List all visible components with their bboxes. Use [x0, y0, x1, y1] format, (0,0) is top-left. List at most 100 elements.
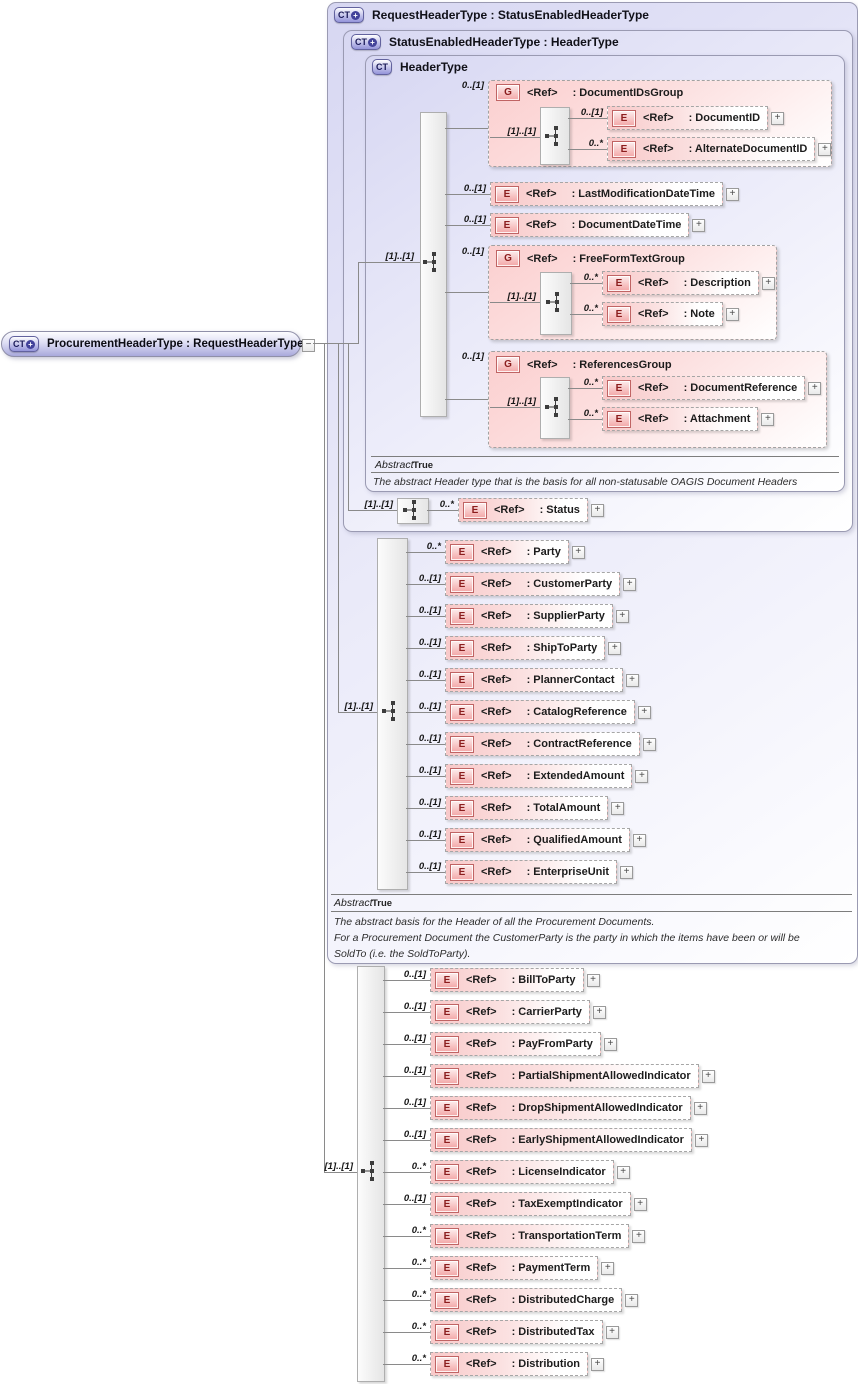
expand-button[interactable]: + — [771, 111, 785, 125]
element-carrierparty[interactable]: E<Ref>: CarrierParty+ — [430, 1000, 606, 1024]
element-extendedamount[interactable]: E<Ref>: ExtendedAmount+ — [445, 764, 649, 788]
element-box[interactable]: E<Ref>: ExtendedAmount — [445, 764, 633, 788]
element-qualifiedamount[interactable]: E<Ref>: QualifiedAmount+ — [445, 828, 646, 852]
element-customerparty[interactable]: E<Ref>: CustomerParty+ — [445, 572, 637, 596]
expand-button[interactable]: + — [761, 276, 775, 290]
element-licenseindicator[interactable]: E<Ref>: LicenseIndicator+ — [430, 1160, 630, 1184]
element-box[interactable]: E<Ref>: DistributedCharge — [430, 1288, 623, 1312]
expand-button[interactable]: + — [808, 381, 822, 395]
expand-button[interactable]: + — [623, 577, 637, 591]
element-documentreference[interactable]: E<Ref>: DocumentReference+ — [602, 376, 822, 400]
expand-button[interactable]: + — [725, 307, 739, 321]
expand-button[interactable]: + — [625, 673, 639, 687]
expand-button[interactable]: + — [818, 142, 832, 156]
element-attachment[interactable]: E<Ref>: Attachment+ — [602, 407, 775, 431]
element-box[interactable]: E<Ref>: CatalogReference — [445, 700, 635, 724]
element-box[interactable]: E<Ref>: PartialShipmentAllowedIndicator — [430, 1064, 699, 1088]
element-box[interactable]: E<Ref>: TransportationTerm — [430, 1224, 630, 1248]
element-box[interactable]: E<Ref>: SupplierParty — [445, 604, 613, 628]
expand-button[interactable]: + — [625, 1293, 639, 1307]
element-paymentterm[interactable]: E<Ref>: PaymentTerm+ — [430, 1256, 615, 1280]
element-documentdatetime[interactable]: E<Ref>: DocumentDateTime+ — [490, 213, 706, 237]
element-box[interactable]: E<Ref>: DropShipmentAllowedIndicator — [430, 1096, 691, 1120]
element-box[interactable]: E<Ref>: EnterpriseUnit — [445, 860, 618, 884]
expand-button[interactable]: + — [603, 1037, 617, 1051]
element-box[interactable]: E<Ref>: LastModificationDateTime — [490, 182, 724, 206]
expand-button[interactable]: + — [592, 1005, 606, 1019]
procurement-header-type-node[interactable]: CT+ ProcurementHeaderType : RequestHeade… — [1, 331, 304, 357]
element-distributedtax[interactable]: E<Ref>: DistributedTax+ — [430, 1320, 619, 1344]
element-box[interactable]: E<Ref>: CarrierParty — [430, 1000, 590, 1024]
expand-button[interactable]: + — [726, 187, 740, 201]
expand-button[interactable]: + — [616, 1165, 630, 1179]
element-box[interactable]: E<Ref>: QualifiedAmount — [445, 828, 630, 852]
expand-button[interactable]: + — [590, 503, 604, 517]
element-box[interactable]: E<Ref>: PaymentTerm — [430, 1256, 599, 1280]
element-box[interactable]: E<Ref>: TotalAmount — [445, 796, 609, 820]
expand-button[interactable]: + — [615, 609, 629, 623]
element-plannercontact[interactable]: E<Ref>: PlannerContact+ — [445, 668, 639, 692]
element-party[interactable]: E<Ref>: Party+ — [445, 540, 585, 564]
element-supplierparty[interactable]: E<Ref>: SupplierParty+ — [445, 604, 629, 628]
element-box[interactable]: E<Ref>: Attachment — [602, 407, 759, 431]
expand-button[interactable]: + — [608, 641, 622, 655]
element-box[interactable]: E<Ref>: CustomerParty — [445, 572, 621, 596]
expand-button[interactable]: + — [620, 865, 634, 879]
element-box[interactable]: E<Ref>: EarlyShipmentAllowedIndicator — [430, 1128, 692, 1152]
expand-button[interactable]: + — [633, 1197, 647, 1211]
element-shiptoparty[interactable]: E<Ref>: ShipToParty+ — [445, 636, 622, 660]
expand-button[interactable]: + — [701, 1069, 715, 1083]
element-box[interactable]: E<Ref>: LicenseIndicator — [430, 1160, 614, 1184]
element-box[interactable]: E<Ref>: Note — [602, 302, 723, 326]
expand-button[interactable]: + — [637, 705, 651, 719]
element-box[interactable]: E<Ref>: PayFromParty — [430, 1032, 601, 1056]
element-billtoparty[interactable]: E<Ref>: BillToParty+ — [430, 968, 600, 992]
element-box[interactable]: E<Ref>: PlannerContact — [445, 668, 623, 692]
expand-button[interactable]: + — [694, 1133, 708, 1147]
collapse-button[interactable]: − — [302, 339, 315, 352]
expand-button[interactable]: + — [632, 1229, 646, 1243]
expand-button[interactable]: + — [605, 1325, 619, 1339]
element-earlyshipmentallowedindicator[interactable]: E<Ref>: EarlyShipmentAllowedIndicator+ — [430, 1128, 708, 1152]
expand-button[interactable]: + — [591, 1357, 605, 1371]
expand-button[interactable]: + — [692, 218, 706, 232]
element-box[interactable]: E<Ref>: Distribution — [430, 1352, 589, 1376]
element-description[interactable]: E<Ref>: Description+ — [602, 271, 775, 295]
element-enterpriseunit[interactable]: E<Ref>: EnterpriseUnit+ — [445, 860, 634, 884]
element-box[interactable]: E<Ref>: DocumentID — [607, 106, 769, 130]
element-box[interactable]: E<Ref>: DocumentReference — [602, 376, 806, 400]
expand-button[interactable]: + — [635, 769, 649, 783]
element-partialshipmentallowedindicator[interactable]: E<Ref>: PartialShipmentAllowedIndicator+ — [430, 1064, 715, 1088]
expand-button[interactable]: + — [642, 737, 656, 751]
element-dropshipmentallowedindicator[interactable]: E<Ref>: DropShipmentAllowedIndicator+ — [430, 1096, 707, 1120]
element-totalamount[interactable]: E<Ref>: TotalAmount+ — [445, 796, 625, 820]
expand-button[interactable]: + — [571, 545, 585, 559]
element-box[interactable]: E<Ref>: TaxExemptIndicator — [430, 1192, 631, 1216]
element-box[interactable]: E<Ref>: Status — [458, 498, 588, 522]
expand-button[interactable]: + — [632, 833, 646, 847]
element-taxexemptindicator[interactable]: E<Ref>: TaxExemptIndicator+ — [430, 1192, 647, 1216]
element-box[interactable]: E<Ref>: DocumentDateTime — [490, 213, 690, 237]
expand-button[interactable]: + — [693, 1101, 707, 1115]
element-contractreference[interactable]: E<Ref>: ContractReference+ — [445, 732, 656, 756]
element-status[interactable]: E<Ref>: Status+ — [458, 498, 604, 522]
expand-button[interactable]: + — [601, 1261, 615, 1275]
expand-button[interactable]: + — [611, 801, 625, 815]
element-alternatedocumentid[interactable]: E<Ref>: AlternateDocumentID+ — [607, 137, 832, 161]
element-box[interactable]: E<Ref>: DistributedTax — [430, 1320, 603, 1344]
element-payfromparty[interactable]: E<Ref>: PayFromParty+ — [430, 1032, 617, 1056]
expand-button[interactable]: + — [761, 412, 775, 426]
element-box[interactable]: E<Ref>: AlternateDocumentID — [607, 137, 816, 161]
element-documentid[interactable]: E<Ref>: DocumentID+ — [607, 106, 785, 130]
element-transportationterm[interactable]: E<Ref>: TransportationTerm+ — [430, 1224, 646, 1248]
element-catalogreference[interactable]: E<Ref>: CatalogReference+ — [445, 700, 651, 724]
element-lastmodificationdatetime[interactable]: E<Ref>: LastModificationDateTime+ — [490, 182, 740, 206]
element-box[interactable]: E<Ref>: ShipToParty — [445, 636, 606, 660]
element-distribution[interactable]: E<Ref>: Distribution+ — [430, 1352, 605, 1376]
element-box[interactable]: E<Ref>: ContractReference — [445, 732, 640, 756]
expand-button[interactable]: + — [586, 973, 600, 987]
element-box[interactable]: E<Ref>: Description — [602, 271, 759, 295]
element-box[interactable]: E<Ref>: BillToParty — [430, 968, 584, 992]
element-distributedcharge[interactable]: E<Ref>: DistributedCharge+ — [430, 1288, 639, 1312]
element-box[interactable]: E<Ref>: Party — [445, 540, 569, 564]
